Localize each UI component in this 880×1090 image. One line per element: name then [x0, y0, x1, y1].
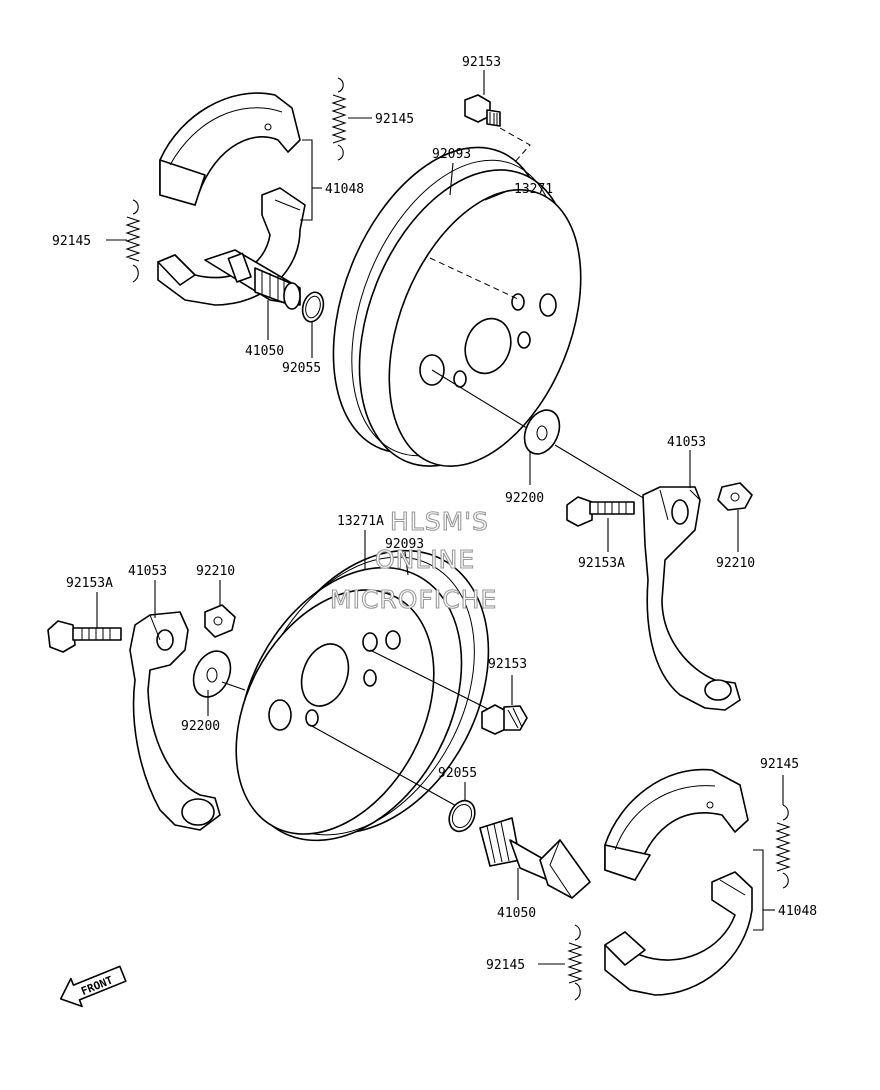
- label-92200-left: 92200: [181, 719, 220, 734]
- label-92055-bot: 92055: [438, 766, 477, 781]
- label-92153-top: 92153: [462, 55, 501, 70]
- spring-92145-upper-right: [331, 77, 347, 161]
- camshaft-41050-lower: [479, 817, 591, 899]
- label-92093-mid: 92093: [385, 537, 424, 552]
- brake-shoe-lower-a: [604, 768, 749, 881]
- label-92200-right: 92200: [505, 491, 544, 506]
- brake-drum-13271: [332, 146, 582, 467]
- nut-92210-right: [717, 482, 753, 511]
- label-92153A-left: 92153A: [66, 576, 113, 591]
- label-92145-c: 92145: [760, 757, 799, 772]
- washer-92200-right: [523, 409, 656, 506]
- brake-arm-41053-left: [129, 611, 221, 831]
- label-92055-top: 92055: [282, 361, 321, 376]
- leader-lines: [96, 70, 784, 965]
- label-41048-bot: 41048: [778, 904, 817, 919]
- label-92145-d: 92145: [486, 958, 525, 973]
- front-arrow-icon: FRONT: [59, 965, 127, 1008]
- label-41050-bot: 41050: [497, 906, 536, 921]
- brake-drum-13271A: [235, 549, 491, 842]
- label-41050-top: 41050: [245, 344, 284, 359]
- part-labels: 92153 92145 92093 41048 13271 92145 4105…: [52, 55, 817, 973]
- label-41048-top: 41048: [325, 182, 364, 197]
- label-92093-top: 92093: [432, 147, 471, 162]
- bolt-92153A-left: [47, 620, 122, 653]
- spring-92145-lower-left: [567, 924, 583, 1001]
- label-41053-right: 41053: [667, 435, 706, 450]
- bolt-92153-mid: [481, 704, 528, 735]
- o-ring-92055-lower: [448, 799, 476, 833]
- label-92210-left: 92210: [196, 564, 235, 579]
- brake-arm-41053-right: [642, 486, 741, 711]
- bolt-92153A-right: [566, 496, 635, 527]
- o-ring-92055-upper: [301, 291, 325, 323]
- label-41053-left: 41053: [128, 564, 167, 579]
- watermark: HLSM'S ONLINE MICROFICHE: [329, 506, 497, 614]
- label-13271A: 13271A: [337, 514, 384, 529]
- label-92153-mid: 92153: [488, 657, 527, 672]
- spring-92145-upper-left: [125, 199, 141, 283]
- washer-92200-left: [192, 650, 246, 698]
- nut-92210-left: [204, 604, 236, 638]
- spring-92145-lower-right: [775, 804, 791, 889]
- camshaft-41050-upper: [204, 249, 301, 310]
- watermark-line-1: HLSM'S: [390, 507, 489, 536]
- bolt-92153-top: [464, 94, 531, 191]
- watermark-line-2: ONLINE: [375, 545, 475, 574]
- label-92145-a: 92145: [375, 112, 414, 127]
- label-92153A-right: 92153A: [578, 556, 625, 571]
- label-92145-b: 92145: [52, 234, 91, 249]
- label-13271: 13271: [514, 182, 553, 197]
- label-92210-right: 92210: [716, 556, 755, 571]
- brake-shoe-lower-b: [604, 871, 753, 996]
- brake-shoe-upper-a: [159, 92, 301, 206]
- watermark-line-3: MICROFICHE: [330, 585, 497, 614]
